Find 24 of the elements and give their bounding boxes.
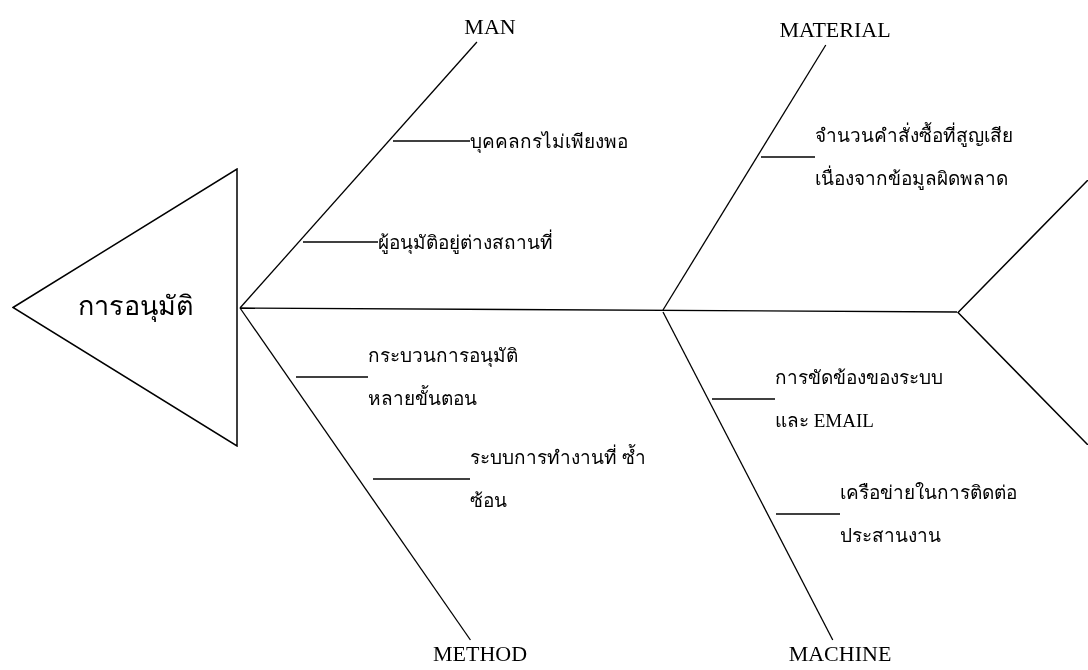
cause-text: จำนวนคำสั่งซื้อที่สูญเสีย เนื่องจากข้อมูลผิดพลาด (815, 114, 1065, 200)
fishbone-line (662, 311, 834, 641)
fishbone-line (662, 44, 827, 311)
category-label: MATERIAL (755, 15, 915, 45)
leader-line (760, 156, 816, 158)
leader-line (711, 398, 776, 400)
cause-text: การขัดข้องของระบบ และ EMAIL (775, 356, 975, 442)
leader-line (372, 478, 471, 480)
fishbone-line (239, 41, 478, 309)
category-label: MAN (450, 12, 530, 42)
leader-line (302, 241, 379, 243)
cause-text: เครือข่ายในการติดต่อ ประสานงาน (840, 471, 1060, 557)
category-label: MACHINE (770, 640, 910, 668)
leader-line (295, 376, 369, 378)
category-label: METHOD (420, 640, 540, 668)
leader-line (392, 140, 471, 142)
cause-text: บุคคลกรไม่เพียงพอ (470, 124, 680, 158)
cause-text: ระบบการทำงานที่ ซ้ำซ้อน (470, 436, 655, 522)
fishbone-line (239, 307, 958, 313)
cause-text: กระบวนการอนุมัติ หลายขั้นตอน (368, 334, 558, 420)
fishbone-line (239, 307, 472, 641)
problem-label: การอนุมัติ (78, 290, 194, 324)
cause-text: ผู้อนุมัติอยู่ต่างสถานที่ (378, 225, 628, 259)
leader-line (775, 513, 841, 515)
